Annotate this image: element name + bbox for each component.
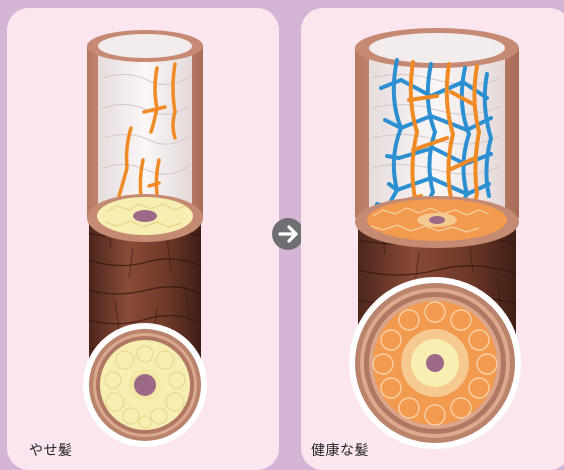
healthy-hair-panel: 健康な髪 [301, 8, 564, 470]
healthy-hair-cross-section [349, 277, 521, 449]
healthy-hair-illustration [301, 8, 564, 458]
healthy-cortex-top [355, 196, 519, 248]
thin-hair-cross-section [83, 323, 207, 447]
thin-hair-panel: やせ髪 [7, 8, 279, 470]
thin-cortex-top [87, 194, 203, 242]
thin-hair-label: やせ髪 [29, 440, 73, 460]
thin-hair-illustration [7, 8, 279, 458]
hair-tube-cutaway [355, 28, 519, 218]
healthy-hair-label: 健康な髪 [311, 440, 369, 460]
hair-tube-cutaway [87, 30, 203, 218]
hair-comparison-diagram: やせ髪 [0, 0, 564, 458]
